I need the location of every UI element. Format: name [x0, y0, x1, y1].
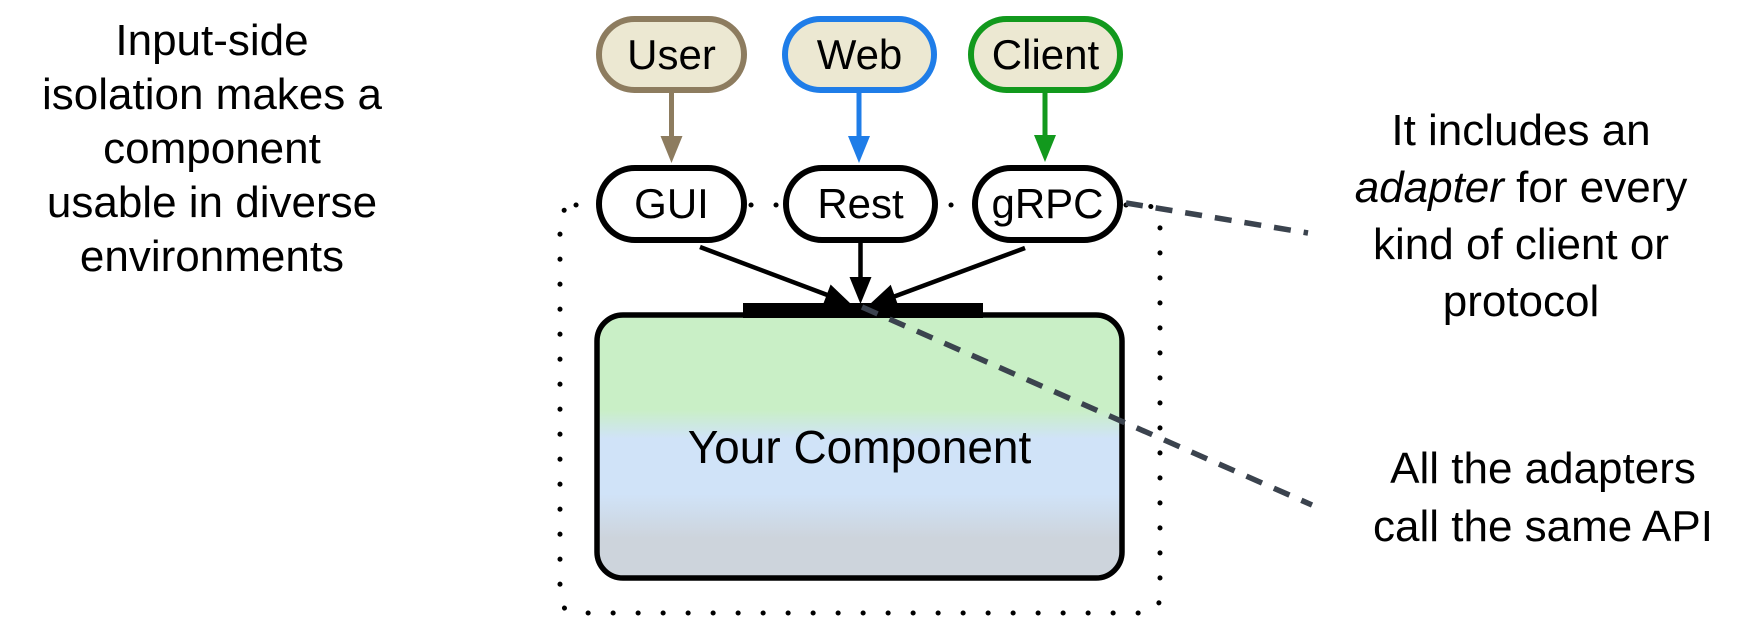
client-pill [968, 16, 1123, 93]
adapter-note-italic-word: adapter [1354, 163, 1504, 212]
rest-pill [783, 165, 938, 243]
api-bar [743, 303, 983, 318]
adapter-note: It includes an adapter for every kind of… [1308, 102, 1734, 330]
user-pill [596, 16, 747, 93]
user-pill-label: User [627, 30, 716, 78]
adapter-note-part2: for every kind of client or protocol [1373, 163, 1688, 326]
grpc-to-api-arrow [870, 245, 1026, 306]
component-label: Your Component [687, 420, 1032, 473]
gui-pill-label: GUI [634, 180, 709, 227]
grpc-pill-label: gRPC [991, 180, 1104, 227]
api-note-leader [860, 304, 1314, 508]
gui-to-api-arrow [699, 244, 851, 306]
adapter-note-leader [1125, 200, 1309, 236]
client-to-grpc-arrow [1034, 93, 1056, 162]
left-note: Input-side isolation makes a component u… [42, 16, 382, 281]
user-to-gui-arrow [660, 93, 683, 163]
gui-pill [596, 165, 747, 243]
client-pill-label: Client [991, 30, 1100, 78]
web-pill [782, 16, 937, 93]
adapter-note-part1: It includes an [1391, 106, 1651, 155]
isolation-boundary [557, 202, 1163, 616]
rest-pill-label: Rest [817, 180, 904, 227]
rest-to-api-arrow [849, 243, 872, 304]
api-note: All the adapters call the same API [1373, 444, 1713, 551]
web-pill-label: Web [816, 30, 903, 78]
web-to-rest-arrow [848, 93, 870, 163]
grpc-pill [972, 165, 1123, 243]
